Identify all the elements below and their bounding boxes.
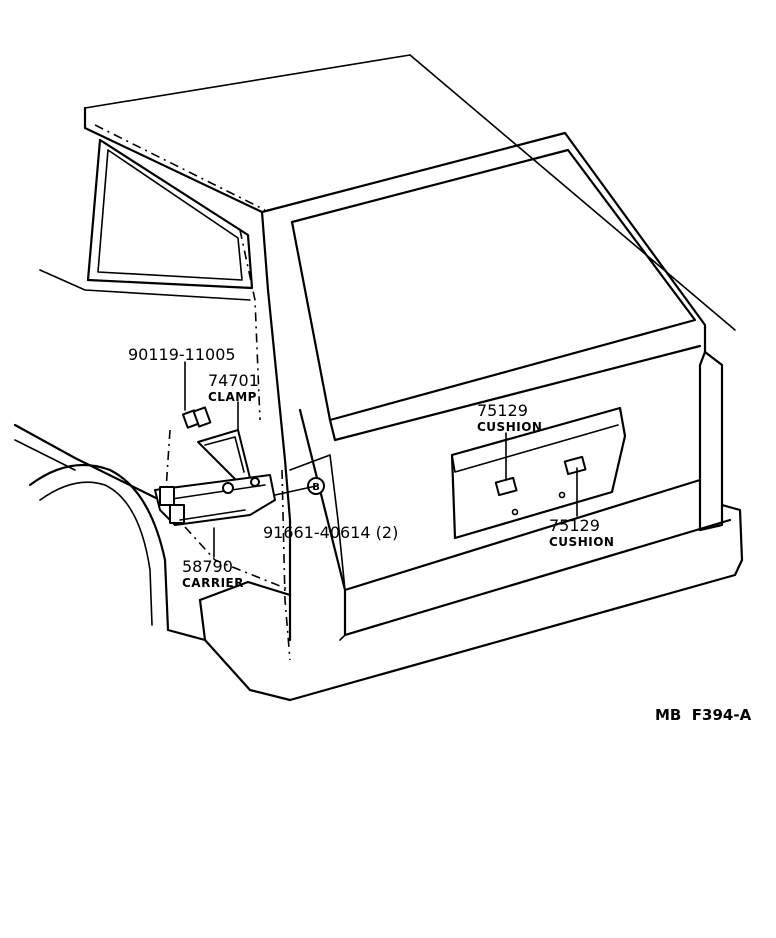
cushion-lower-part-name: CUSHION bbox=[549, 535, 614, 549]
diagram-reference-code: MB F394-A bbox=[655, 706, 752, 724]
callout-clamp: 74701 CLAMP bbox=[208, 371, 259, 404]
cushion-upper-part-name: CUSHION bbox=[477, 420, 542, 434]
cushion-lower-part-number: 75129 bbox=[549, 516, 600, 535]
screw-part-number: 91661-40614 (2) bbox=[263, 523, 398, 542]
clamp-part-number: 74701 bbox=[208, 371, 259, 390]
bolt-part bbox=[181, 406, 212, 429]
callout-cushion-lower: 75129 CUSHION bbox=[549, 516, 614, 549]
clamp-part-name: CLAMP bbox=[208, 390, 257, 404]
carrier-part-number: 58790 bbox=[182, 557, 233, 576]
callout-screw: 91661-40614 (2) bbox=[263, 523, 398, 542]
callout-carrier: 58790 CARRIER bbox=[182, 557, 244, 590]
callout-bolt: 90119-11005 bbox=[128, 345, 236, 364]
carrier-part bbox=[154, 474, 276, 526]
cushion-upper-part-number: 75129 bbox=[477, 401, 528, 420]
leader-lines bbox=[184, 361, 578, 558]
vehicle-rear-body bbox=[13, 54, 744, 702]
bolt-marker-label: B bbox=[312, 482, 320, 493]
clamp-part bbox=[197, 429, 251, 483]
callout-cushion-upper: 75129 CUSHION bbox=[477, 401, 542, 434]
cushion-parts bbox=[494, 455, 587, 497]
carrier-part-name: CARRIER bbox=[182, 576, 244, 590]
bolt-part-number: 90119-11005 bbox=[128, 345, 236, 364]
